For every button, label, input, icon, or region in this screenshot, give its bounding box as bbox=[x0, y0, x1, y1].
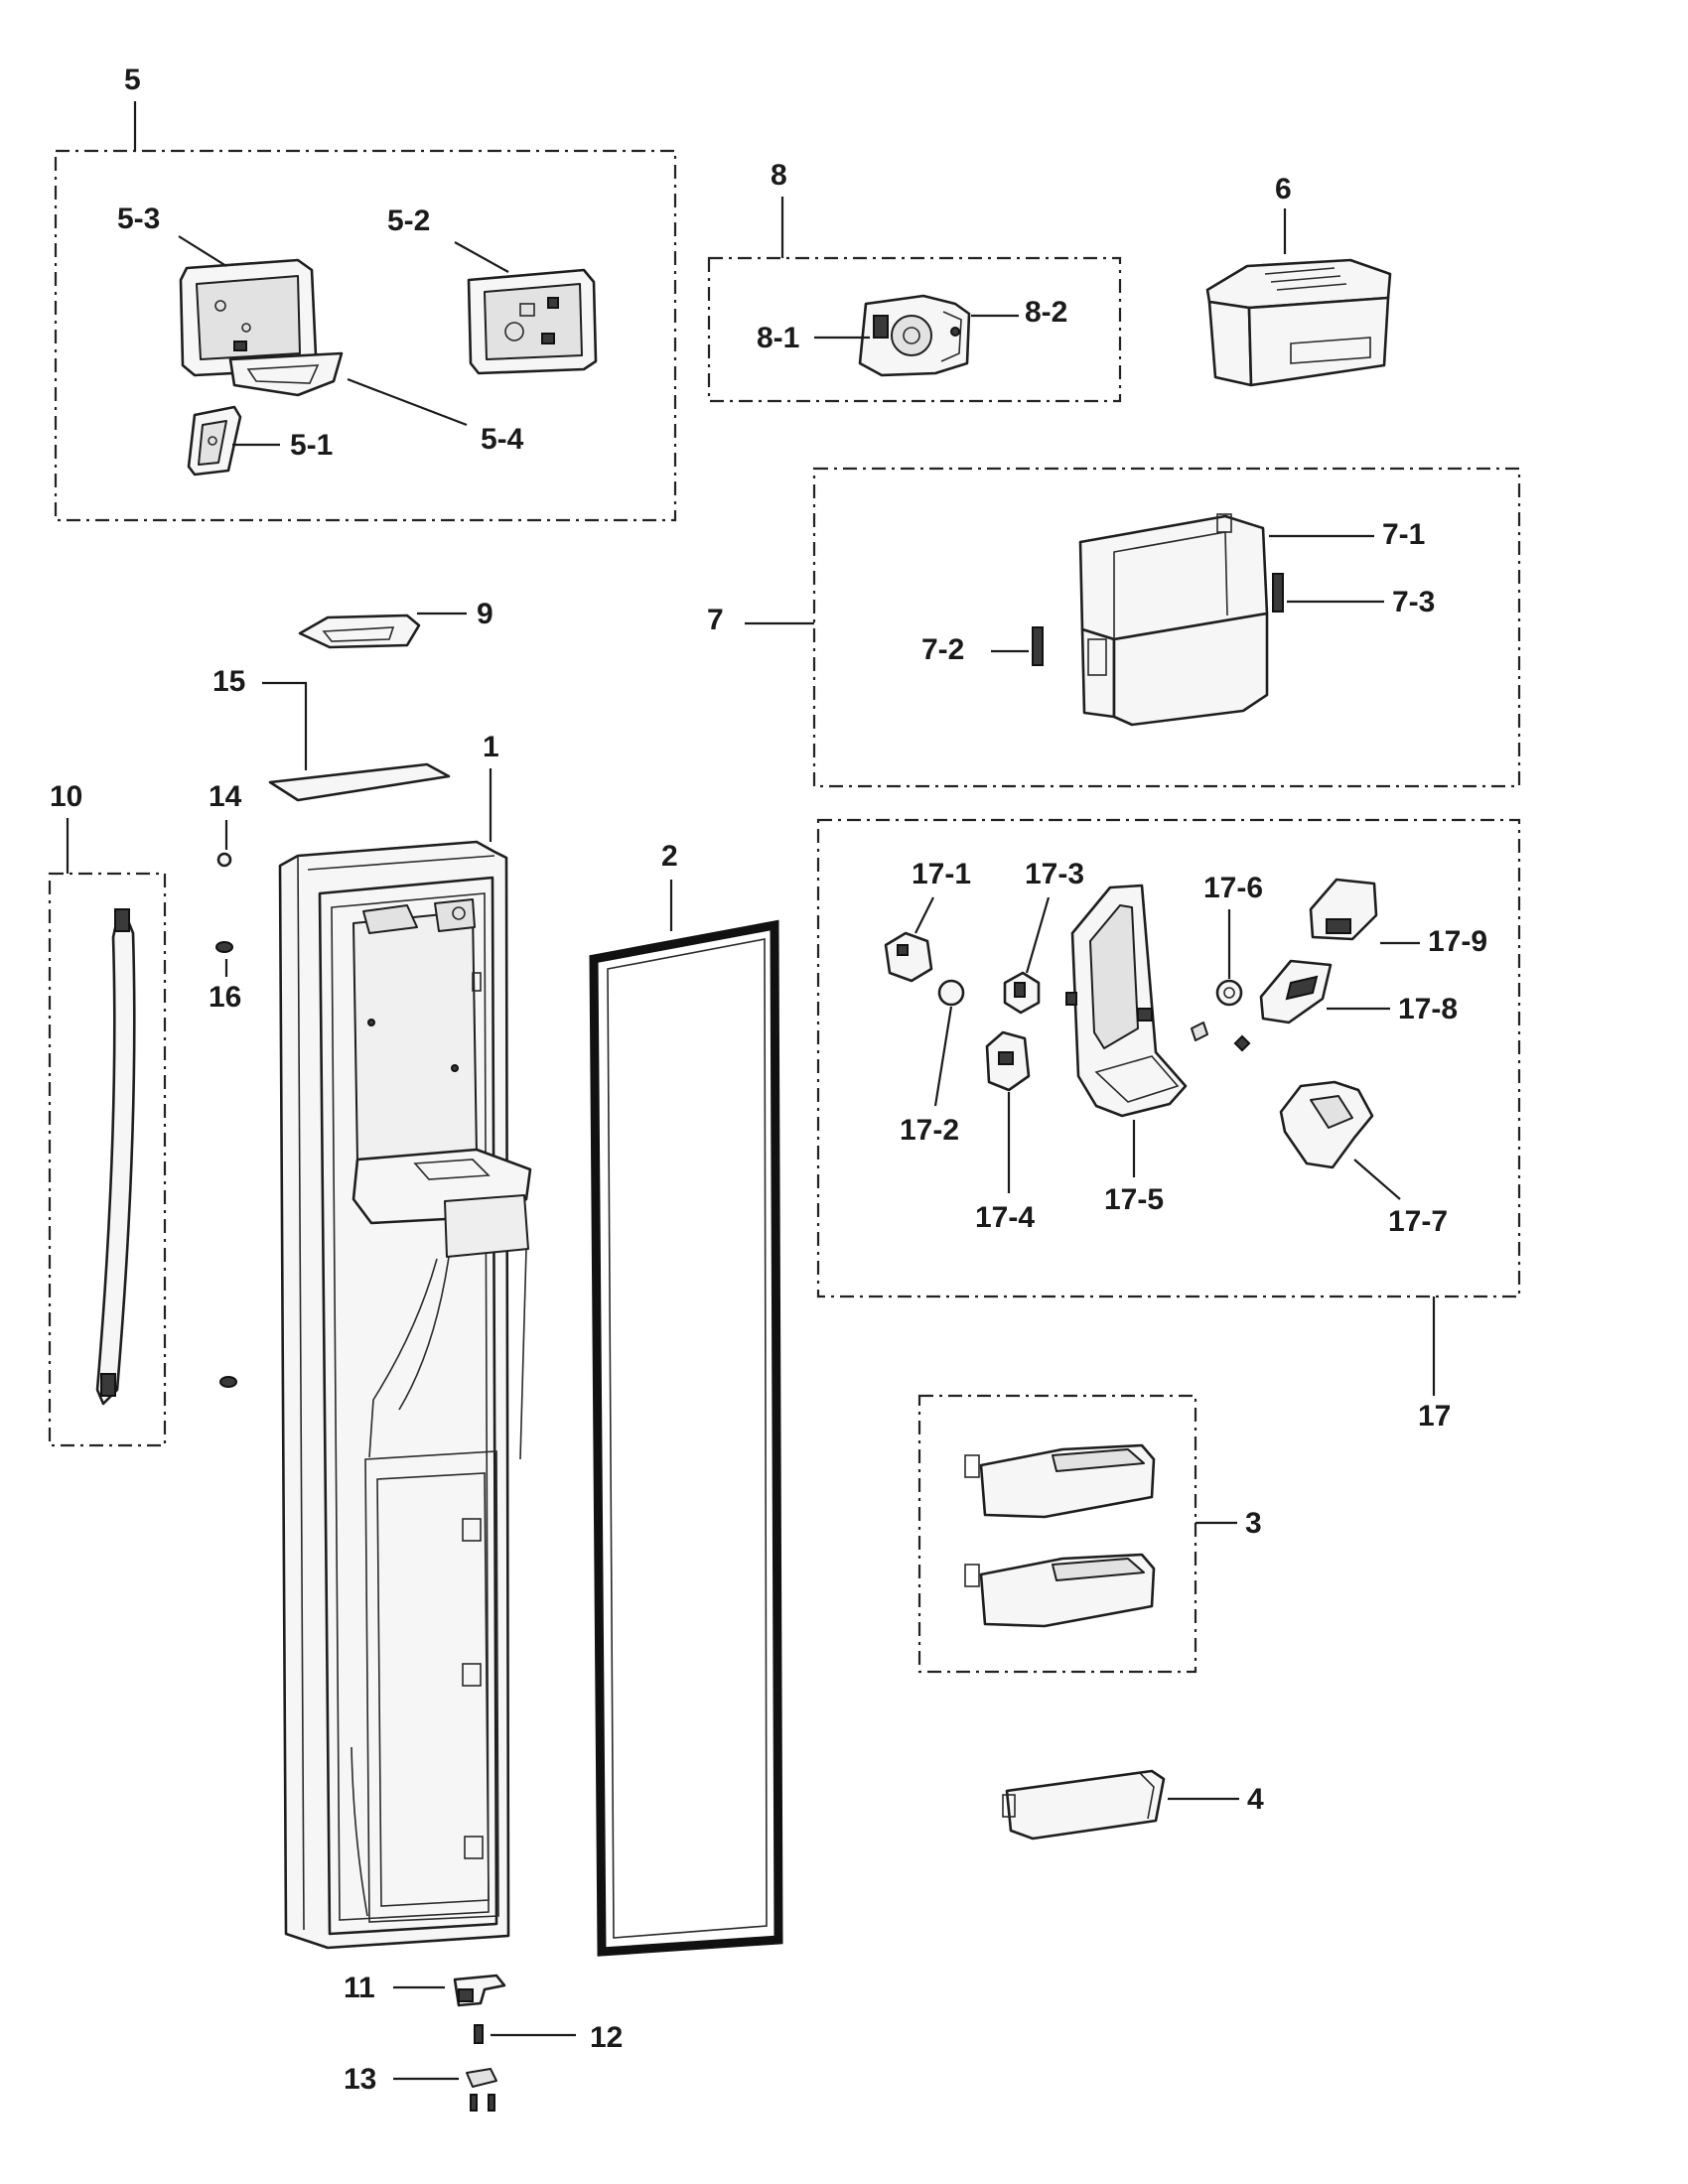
part-17-2 bbox=[937, 979, 965, 1007]
label-5-1: 5-1 bbox=[290, 429, 333, 462]
label-17-3: 17-3 bbox=[1025, 858, 1084, 890]
label-1: 1 bbox=[483, 731, 499, 763]
part-2-gasket: 2 bbox=[589, 840, 783, 1957]
part-7-2 bbox=[1032, 626, 1044, 666]
label-7-2: 7-2 bbox=[921, 633, 964, 666]
screw-right bbox=[488, 2094, 495, 2112]
part-8-1-8-2 bbox=[858, 294, 971, 377]
label-15: 15 bbox=[212, 665, 245, 698]
label-5: 5 bbox=[124, 64, 141, 96]
group-3-box bbox=[917, 1394, 1197, 1674]
part-3-upper bbox=[964, 1443, 1156, 1519]
label-17: 17 bbox=[1418, 1400, 1451, 1433]
label-14: 14 bbox=[209, 780, 242, 813]
part-9: 9 bbox=[298, 598, 493, 649]
label-7: 7 bbox=[707, 604, 724, 636]
label-17-6: 17-6 bbox=[1203, 872, 1263, 904]
part-17-7 bbox=[1279, 1080, 1374, 1169]
group-3: 3 bbox=[917, 1394, 1262, 1674]
label-7-3: 7-3 bbox=[1392, 586, 1435, 618]
label-17-8: 17-8 bbox=[1398, 993, 1458, 1025]
label-17-5: 17-5 bbox=[1104, 1183, 1164, 1216]
label-17-1: 17-1 bbox=[912, 858, 971, 890]
label-5-2: 5-2 bbox=[387, 205, 430, 237]
label-16: 16 bbox=[209, 981, 241, 1014]
part-4: 4 bbox=[1002, 1769, 1264, 1841]
part-17-9 bbox=[1309, 878, 1378, 941]
label-13: 13 bbox=[344, 2063, 376, 2096]
part-14: 14 bbox=[209, 780, 242, 868]
label-17-9: 17-9 bbox=[1428, 925, 1487, 958]
group-7: 7 7-1 7-3 7-2 bbox=[707, 467, 1521, 788]
group-17: 17 bbox=[816, 818, 1521, 1433]
label-5-4: 5-4 bbox=[481, 423, 524, 456]
part-10: 10 bbox=[48, 780, 167, 1447]
label-8: 8 bbox=[771, 159, 787, 192]
group-5: 5 5-3 bbox=[54, 64, 677, 522]
part-17-6 bbox=[1215, 979, 1243, 1007]
label-3: 3 bbox=[1245, 1507, 1262, 1540]
part-7-3 bbox=[1272, 573, 1284, 613]
group-5-box bbox=[54, 149, 677, 522]
part-5-4 bbox=[228, 351, 344, 397]
label-7-1: 7-1 bbox=[1382, 518, 1425, 551]
label-6: 6 bbox=[1275, 173, 1292, 205]
screw-left bbox=[470, 2094, 478, 2112]
label-17-2: 17-2 bbox=[900, 1114, 959, 1147]
part-15: 15 bbox=[212, 665, 451, 802]
label-8-1: 8-1 bbox=[757, 322, 799, 354]
part-11: 11 bbox=[344, 1972, 506, 2007]
group-7-box bbox=[812, 467, 1521, 788]
part-3-lower bbox=[964, 1553, 1156, 1628]
part-7-1 bbox=[1078, 513, 1269, 727]
part-17-4 bbox=[985, 1030, 1031, 1092]
label-2: 2 bbox=[661, 840, 678, 873]
group-8-box bbox=[707, 256, 1122, 403]
label-4: 4 bbox=[1247, 1783, 1264, 1816]
group-10-box bbox=[48, 872, 167, 1447]
part-5-3 bbox=[179, 258, 318, 377]
part-17-8 bbox=[1259, 959, 1333, 1024]
part-16: 16 bbox=[209, 941, 241, 1388]
group-17-box bbox=[816, 818, 1521, 1298]
part-17-1 bbox=[884, 931, 933, 983]
label-17-4: 17-4 bbox=[975, 1201, 1035, 1234]
label-11: 11 bbox=[344, 1972, 375, 2004]
part-17-3 bbox=[1003, 971, 1041, 1015]
part-1-door: 1 bbox=[278, 731, 532, 1950]
part-5-1 bbox=[187, 405, 242, 477]
group-8: 8 8-1 8-2 bbox=[707, 159, 1122, 403]
part-16-lower bbox=[219, 1376, 237, 1388]
label-5-3: 5-3 bbox=[117, 203, 160, 235]
part-17-5 bbox=[1065, 884, 1188, 1118]
part-12: 12 bbox=[474, 2021, 623, 2054]
part-6: 6 bbox=[1205, 173, 1392, 387]
label-17-7: 17-7 bbox=[1388, 1205, 1448, 1238]
part-13: 13 bbox=[344, 2063, 497, 2112]
part-5-2 bbox=[467, 268, 598, 375]
label-9: 9 bbox=[477, 598, 493, 630]
label-12: 12 bbox=[590, 2021, 623, 2054]
label-8-2: 8-2 bbox=[1025, 296, 1067, 329]
label-10: 10 bbox=[50, 780, 82, 813]
